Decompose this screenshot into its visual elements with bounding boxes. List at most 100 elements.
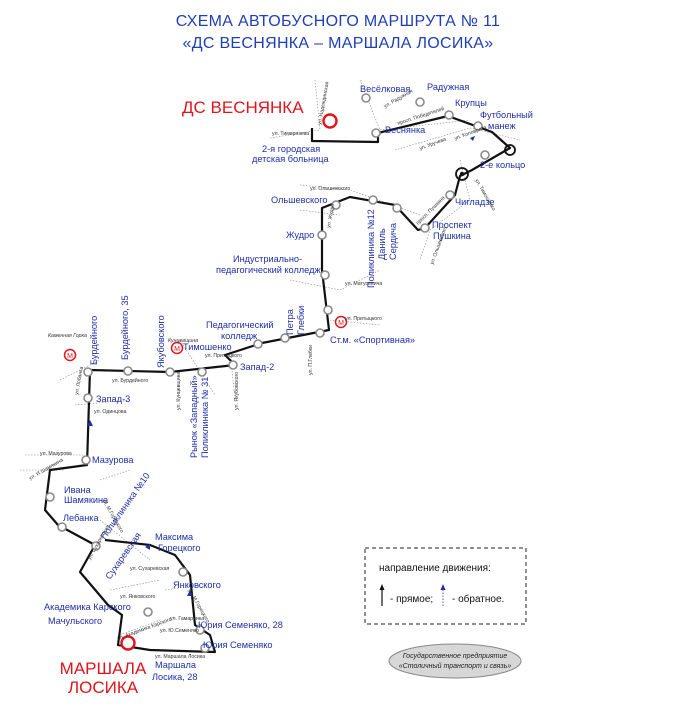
stop-marker xyxy=(420,223,430,233)
stop-label: Глебки xyxy=(296,306,306,335)
stop-label: Мазурова xyxy=(92,455,134,465)
stop-label: Лебанка xyxy=(63,513,99,523)
place-label: Каменная Горка xyxy=(48,333,87,339)
stop-label: педагогический колледж xyxy=(216,265,321,275)
street-label: ул. Кунцевщина xyxy=(176,372,182,410)
terminal-start-marker xyxy=(322,113,338,129)
stop-label: Проспект xyxy=(432,220,473,230)
stop-label: Поликлиника №12 xyxy=(366,209,376,288)
stop-label: Запад-2 xyxy=(240,362,274,372)
stop-marker xyxy=(228,360,238,370)
street-label: ул. Мазурова xyxy=(40,451,72,457)
street-label: ул. Жудро xyxy=(326,203,336,228)
stop-marker xyxy=(323,305,333,315)
stop-label: Поликлиника № 31 xyxy=(200,377,210,458)
stop-label: Маршала xyxy=(155,660,197,670)
stop-label: Ивана xyxy=(64,485,92,495)
stop-marker xyxy=(445,190,455,200)
stop-label: Максима xyxy=(155,532,194,542)
stop-label: Веснянка xyxy=(385,125,426,135)
stop-marker xyxy=(91,541,101,551)
stop-label: Крупцы xyxy=(455,98,487,108)
stop-marker xyxy=(473,121,483,131)
direction-arrows xyxy=(87,136,475,596)
street-label: ул. Бурдейного xyxy=(112,377,148,384)
map-title-line1: СХЕМА АВТОБУСНОГО МАРШРУТА № 11 xyxy=(175,13,501,30)
stop-label: детская больница xyxy=(252,154,330,164)
stop-markers xyxy=(45,93,490,653)
legend-title: направление движения: xyxy=(379,563,491,574)
street-label: ул. Матусевича xyxy=(345,281,382,287)
stop-label: Пушкина xyxy=(433,231,472,241)
stop-marker xyxy=(361,93,371,103)
street-label: ул. Притыцкого xyxy=(205,353,242,359)
stop-label: Шамякина xyxy=(64,495,109,505)
stop-marker xyxy=(444,110,454,120)
stop-marker xyxy=(178,567,188,577)
streets-layer xyxy=(20,79,521,636)
metro-kamennaya-gorka: М xyxy=(63,348,77,362)
stop-marker xyxy=(480,150,490,160)
legend: направление движения: - прямое; - обратн… xyxy=(364,547,527,625)
map-title-line2: «ДС ВЕСНЯНКА – МАРШАЛА ЛОСИКА» xyxy=(182,35,494,52)
publisher-line1: Государственное предприятие xyxy=(403,652,508,660)
publisher-badge: Государственное предприятие «Столичный т… xyxy=(388,643,522,679)
stop-label: Сердича xyxy=(388,222,398,260)
stop-marker xyxy=(57,522,67,532)
street-label: ул. Притыцкого xyxy=(345,316,382,322)
stop-label: Бурдейного xyxy=(89,316,99,365)
street-label: ул. Коловрата xyxy=(454,125,488,142)
stop-marker xyxy=(315,328,325,338)
stop-label: Академика Карского xyxy=(44,602,131,612)
stop-marker xyxy=(368,195,378,205)
terminal-end-line2: ЛОСИКА xyxy=(67,678,139,697)
stop-marker xyxy=(195,625,205,635)
ring-junction xyxy=(455,144,516,181)
stop-marker xyxy=(197,367,207,377)
street-label: ул. Одинцова xyxy=(94,409,127,415)
street-label: ул. Тимирязева xyxy=(272,131,309,137)
stop-label: Ольшевского xyxy=(271,195,328,205)
stop-label: 2-я городская xyxy=(262,144,320,154)
legend-forward: - прямое; xyxy=(390,594,433,605)
stop-label: Индустриально- xyxy=(233,254,302,264)
stop-label: Футбольный xyxy=(480,110,533,120)
stop-marker xyxy=(200,643,210,653)
street-label: ул. Ю.Семеняко xyxy=(160,628,199,634)
svg-text:М: М xyxy=(174,346,180,353)
place-label: Кунцевщина xyxy=(168,338,198,344)
stop-marker xyxy=(317,230,327,240)
stop-marker xyxy=(83,393,93,403)
stop-label: Чигладзе xyxy=(455,197,494,207)
stop-label: Даниль xyxy=(377,228,387,260)
stop-label: Тимошенко xyxy=(183,342,232,352)
publisher-line2: «Столичный транспорт и связь» xyxy=(399,662,512,670)
stop-marker xyxy=(320,270,330,280)
stop-label: Янковского xyxy=(173,580,221,590)
street-label: ул. Гамарника xyxy=(170,616,204,622)
stop-label: Сухаревская xyxy=(103,531,143,582)
stop-marker xyxy=(123,366,133,376)
stop-marker xyxy=(143,607,153,617)
stop-label: Юрия Семеняко, 28 xyxy=(198,620,283,630)
street-label: ул. Ольшевского xyxy=(310,186,350,192)
stop-label: Юрия Семеняко xyxy=(203,640,273,650)
stop-marker xyxy=(392,203,402,213)
terminal-end-marker xyxy=(120,635,136,651)
metro-kuntsevshchina: М xyxy=(170,341,184,355)
stop-marker xyxy=(165,367,175,377)
terminal-end-line1: МАРШАЛА xyxy=(59,659,147,678)
street-label: ул. Лобанка xyxy=(74,366,85,395)
stop-marker xyxy=(415,97,425,107)
stop-label: Запад-3 xyxy=(96,394,130,404)
street-label: ул. Сухаревская xyxy=(130,566,169,572)
metro-sportivnaya: М xyxy=(334,315,348,329)
street-label: ул. Янковского xyxy=(120,594,155,600)
stop-marker xyxy=(81,455,91,465)
stop-label: Лосика, 28 xyxy=(152,672,198,682)
stop-label: Бурдейного, 35 xyxy=(120,295,130,360)
stop-label: Педагогический xyxy=(206,320,274,330)
stop-marker xyxy=(253,339,263,349)
terminal-end-label: МАРШАЛА ЛОСИКА xyxy=(58,659,148,697)
